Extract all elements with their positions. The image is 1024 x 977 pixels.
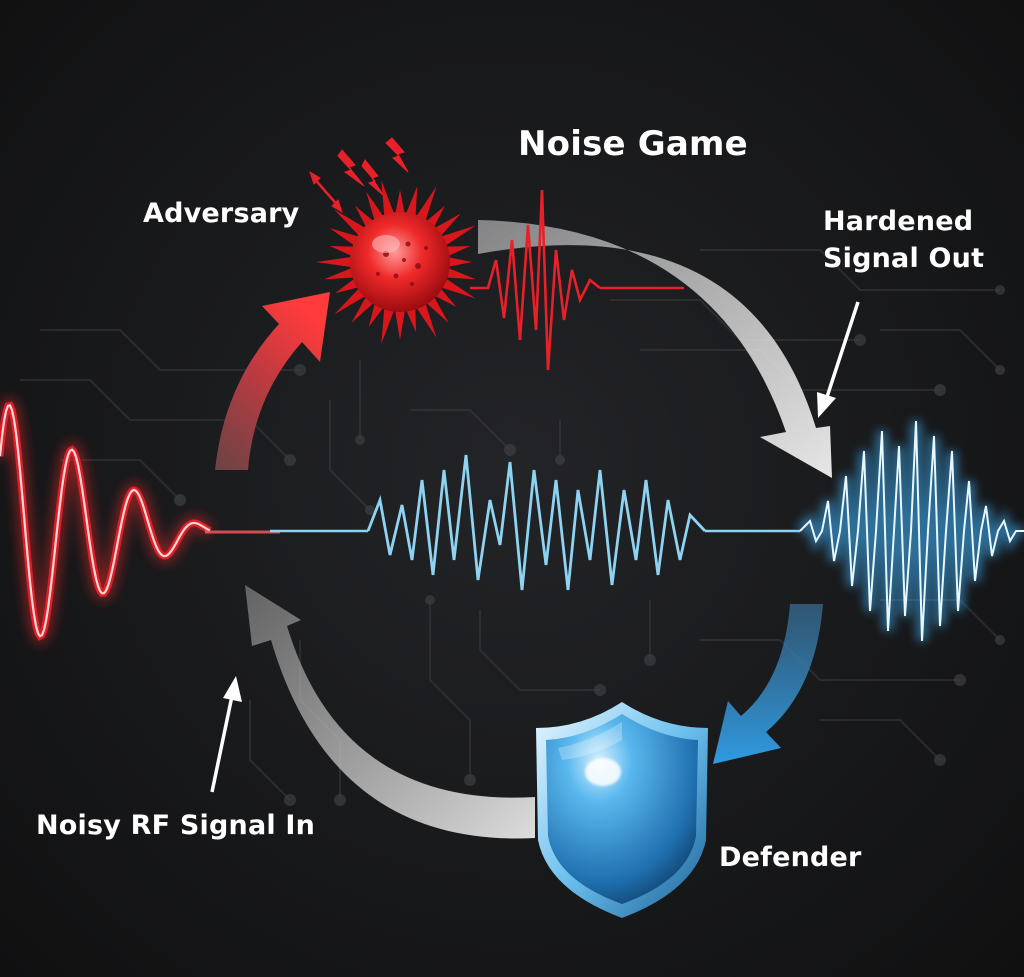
defender-label: Defender <box>719 842 862 873</box>
hardened-label-line2: Signal Out <box>823 243 985 275</box>
virus-spike <box>316 256 357 268</box>
diagram-title: Noise Game <box>518 124 748 164</box>
hardened-label-line1: Hardened <box>823 206 974 237</box>
hardened-signal-label: Hardened Signal Out <box>823 203 984 278</box>
noisy-input-pointer-arrow <box>210 676 242 793</box>
virus-spike <box>381 180 396 221</box>
circuit-nodes <box>174 285 1005 806</box>
lightning-icon <box>309 137 409 214</box>
central-signal-waveform <box>270 454 800 591</box>
virus-spike <box>381 303 396 344</box>
cycle-arrow-output-to-defender <box>713 604 823 764</box>
virus-spike <box>394 305 406 340</box>
cycle-arrow-input-to-adversary <box>215 292 330 470</box>
virus-spike <box>436 225 476 249</box>
virus-spike <box>441 266 477 280</box>
shield-icon <box>536 702 708 918</box>
hardened-output-waveform <box>796 420 1024 642</box>
virus-spike <box>443 256 472 268</box>
virus-spike <box>413 186 437 226</box>
virus-burst-icon <box>316 180 477 344</box>
circuit-background <box>20 249 1001 801</box>
virus-spike <box>404 185 418 221</box>
virus-spike <box>436 275 476 299</box>
hardened-pointer-arrow <box>817 301 860 418</box>
noisy-rf-waveform <box>0 397 280 646</box>
adversary-label: Adversary <box>143 198 300 229</box>
adversary-noise-waveform <box>470 189 684 371</box>
cycle-arrow-defender-to-input <box>245 585 535 839</box>
virus-spike <box>323 266 359 280</box>
virus-spike <box>394 190 406 219</box>
noisy-input-label: Noisy RF Signal In <box>36 810 316 841</box>
virus-spike <box>413 298 437 338</box>
